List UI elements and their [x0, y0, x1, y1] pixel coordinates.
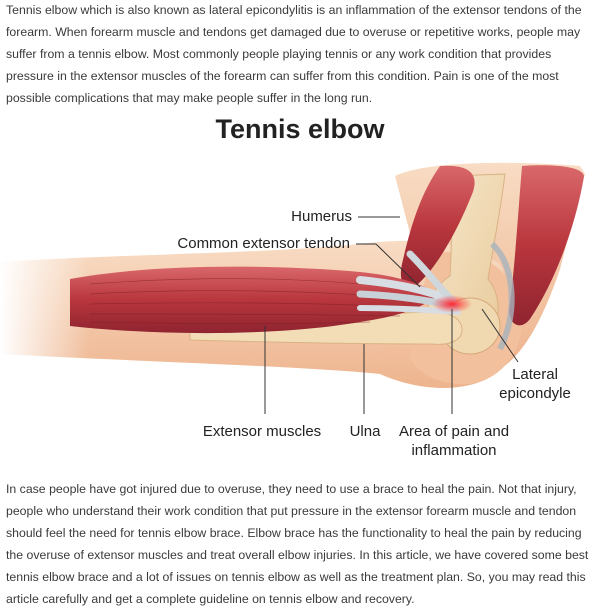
triceps-muscle [509, 165, 584, 326]
tennis-elbow-illustration: Tennis elbow [0, 104, 600, 474]
leader-lines [264, 216, 519, 414]
ulna-label: Ulna [350, 423, 382, 440]
closing-paragraph: In case people have got injured due to o… [6, 482, 589, 606]
intro-paragraph: Tennis elbow which is also known as late… [6, 3, 582, 105]
biceps-muscle [400, 165, 475, 288]
pain-area-label-line2: inflammation [411, 442, 496, 459]
pain-area-label-line1: Area of pain and [399, 423, 509, 440]
pain-area-highlight [432, 295, 472, 313]
lateral-epicondyle-label-line2: epicondyle [499, 385, 571, 402]
figure-title: Tennis elbow [215, 114, 385, 144]
lateral-epicondyle-label-line1: Lateral [512, 366, 558, 383]
tendon-label: Common extensor tendon [177, 235, 350, 252]
extensor-muscles-label: Extensor muscles [203, 423, 321, 440]
humerus-label: Humerus [291, 208, 352, 225]
